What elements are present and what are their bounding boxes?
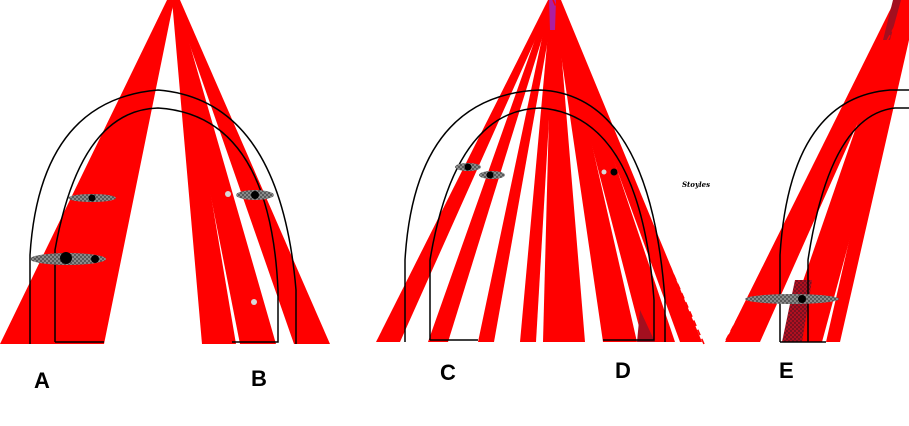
beam-c-1	[376, 0, 553, 342]
spot-e	[745, 294, 839, 304]
panel-ab	[0, 0, 330, 344]
inner-arch-e	[807, 107, 909, 342]
faint-spot-d	[601, 169, 607, 175]
dot-c-2	[486, 171, 494, 179]
outer-arch-cd	[404, 89, 666, 342]
inner-arch-cd	[429, 107, 655, 341]
beam-d-1	[543, 0, 585, 342]
dot-e	[798, 295, 806, 303]
dot-d	[610, 168, 618, 176]
beam-d-2	[553, 0, 637, 342]
panel-cd-arches	[404, 89, 666, 342]
beam-c-3	[478, 0, 555, 342]
apex-cd	[549, 0, 556, 30]
dot-a-upper	[88, 194, 96, 202]
beam-a-inner	[55, 0, 174, 344]
panel-cd: Stoyles	[376, 0, 710, 345]
beam-d-4	[555, 0, 702, 342]
label-b: B	[251, 366, 267, 391]
beam-e-mid	[782, 0, 909, 342]
label-d: D	[615, 358, 631, 383]
inner-arch-ab	[54, 107, 279, 343]
beam-e-right	[826, 0, 909, 342]
panel-ab-spots	[30, 190, 274, 305]
faint-spot-b-1	[225, 191, 231, 197]
panel-ab-arches	[29, 89, 297, 344]
dot-c-1	[464, 163, 472, 171]
panel-labels: A B C D E	[34, 358, 794, 393]
outer-arch-e	[779, 89, 909, 342]
signature-text: Stoyles	[682, 180, 710, 189]
beam-c-2	[428, 0, 554, 342]
beam-b-inner	[172, 0, 276, 344]
panel-e-arches	[779, 89, 909, 343]
panel-cd-spots	[455, 163, 618, 179]
dot-a-lower-2	[91, 255, 99, 263]
beam-center	[172, 0, 236, 344]
overlap-e-apex	[883, 0, 901, 40]
outer-arch-ab	[29, 89, 297, 344]
panel-e	[724, 0, 909, 343]
dashed-ray-e	[724, 0, 909, 343]
panel-ab-beams	[0, 0, 330, 344]
dot-b	[251, 191, 259, 199]
overlap-d	[637, 310, 655, 342]
beam-c-4	[520, 0, 556, 342]
faint-spot-b-2	[251, 299, 257, 305]
dot-a-lower-1	[60, 252, 72, 264]
label-c: C	[440, 360, 456, 385]
label-a: A	[34, 368, 50, 393]
dashed-ray-cd	[552, 0, 705, 345]
label-e: E	[779, 358, 794, 383]
